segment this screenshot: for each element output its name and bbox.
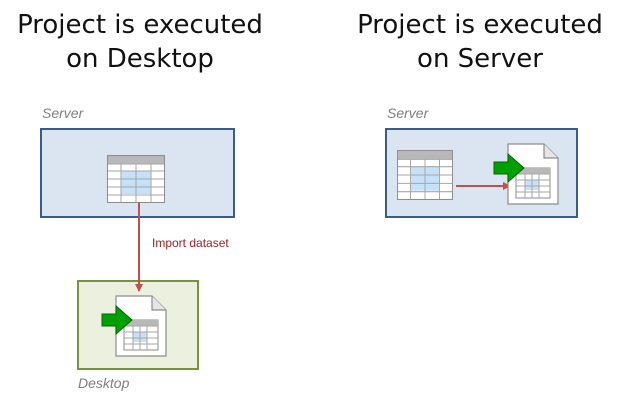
right-title-line2: on Server — [417, 44, 543, 74]
right-title: Project is executed on Server — [345, 8, 615, 76]
right-server-label: Server — [387, 105, 429, 121]
import-dataset-label: Import dataset — [152, 236, 229, 250]
left-title-line1: Project is executed — [17, 10, 263, 40]
import-document-icon — [493, 143, 559, 205]
table-grid-icon — [397, 150, 453, 200]
left-title-line2: on Desktop — [66, 44, 214, 74]
right-title-line1: Project is executed — [357, 10, 603, 40]
left-title: Project is executed on Desktop — [5, 8, 275, 76]
import-document-icon — [101, 295, 167, 357]
left-server-label: Server — [42, 105, 84, 121]
table-grid-icon — [107, 155, 165, 203]
desktop-label: Desktop — [78, 375, 130, 391]
